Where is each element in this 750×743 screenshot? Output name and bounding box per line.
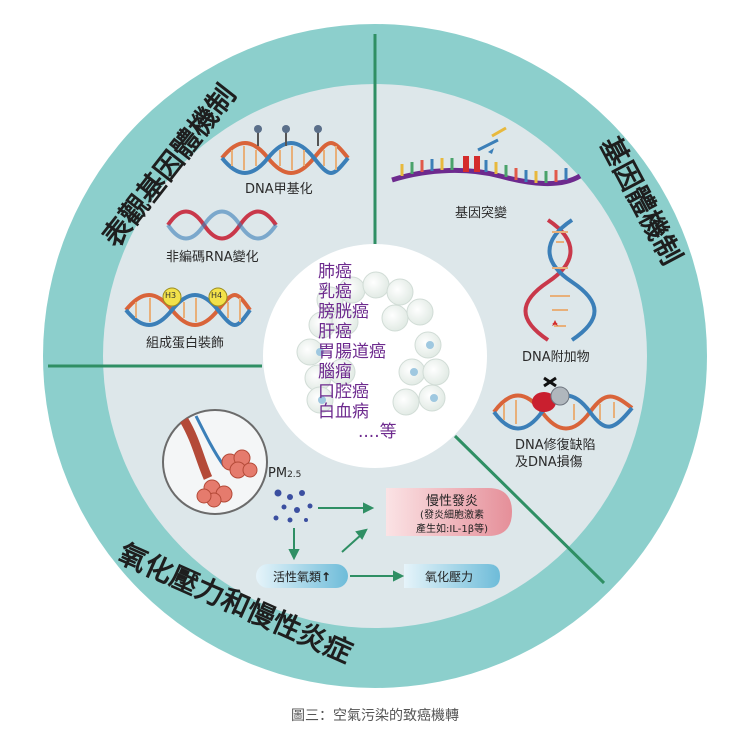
label-h4: H4: [211, 291, 223, 300]
ros-text: 活性氧類: [272, 570, 321, 584]
oxidative-stress-pill: [404, 564, 500, 588]
dna-adduct-icon: [523, 218, 597, 342]
cancer-item: 肺癌: [318, 262, 352, 282]
label-dna-repair-1: DNA修復缺陷: [515, 438, 596, 453]
label-h3: H3: [165, 291, 177, 300]
cancer-item: ....等: [358, 422, 397, 442]
flow-arrows: [288, 502, 405, 582]
gene-mutation-icon: [391, 126, 582, 186]
histone-icon: [124, 287, 252, 327]
pm25-particles-icon: [273, 489, 313, 523]
ros-label: 活性氧類↑: [256, 568, 348, 585]
cancer-item: 膀胱癌: [318, 302, 369, 322]
cancer-list: 肺癌 乳癌 膀胱癌 肝癌 胃腸道癌 腦瘤 口腔癌 白血病 ....等: [318, 262, 438, 442]
label-dna-methylation: DNA甲基化: [245, 182, 313, 197]
ncrna-icon: [166, 209, 278, 241]
inflammation-title: 慢性發炎: [425, 494, 478, 509]
label-dna-repair-2: 及DNA損傷: [515, 455, 583, 470]
cell-cluster: [296, 271, 450, 416]
cancer-item: 胃腸道癌: [318, 342, 386, 362]
figure-caption: 圖三：空氣污染的致癌機轉: [291, 708, 459, 724]
inflammation-detail-2: 產生如:IL-1β等): [416, 524, 488, 535]
dna-repair-icon: [492, 376, 634, 431]
ros-arrow-icon: ↑: [320, 570, 332, 584]
label-pm-base: PM: [268, 466, 288, 481]
label-pm-sub: 2.5: [287, 470, 302, 480]
label-histone: 組成蛋白裝飾: [146, 336, 225, 351]
inflammation-detail-1: (發炎細胞激素: [420, 510, 484, 521]
cancer-item: 白血病: [318, 402, 369, 422]
cancer-item: 腦瘤: [318, 362, 352, 382]
label-gene-mutation: 基因突變: [455, 206, 508, 221]
inflammation-pill: [386, 488, 512, 536]
cancer-item: 肝癌: [318, 322, 352, 342]
cancer-item: 乳癌: [318, 282, 352, 302]
ros-pill: [256, 564, 348, 588]
alveoli-icon: [162, 409, 268, 515]
label-ncrna: 非編碼RNA變化: [166, 250, 259, 265]
dna-methylation-icon: [220, 125, 350, 175]
divider-right: [453, 434, 606, 585]
cancer-item: 口腔癌: [318, 382, 369, 402]
oxidative-stress-label: 氧化壓力: [424, 570, 473, 584]
label-dna-adduct: DNA附加物: [522, 350, 590, 365]
label-pm25: PM2.5: [268, 466, 301, 481]
